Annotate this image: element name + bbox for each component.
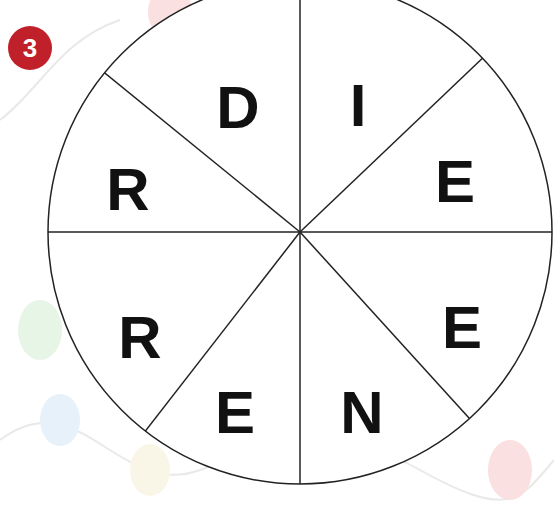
wheel-sector: E: [431, 148, 480, 216]
sector-letter: E: [215, 383, 255, 443]
wheel-sector: D: [212, 74, 264, 142]
lights-decoration: [0, 0, 554, 500]
sector-letter: R: [118, 308, 161, 368]
wheel-sector: I: [346, 72, 371, 140]
sector-letter: E: [435, 152, 475, 212]
sector-letter: I: [350, 76, 367, 136]
wheel-sector: R: [114, 304, 166, 372]
number-badge: 3: [8, 26, 52, 70]
sector-letter: D: [216, 78, 259, 138]
wheel-sector: E: [438, 294, 487, 362]
sector-letter: R: [106, 160, 149, 220]
wheel-sector: R: [102, 156, 154, 224]
wheel-sector: E: [211, 379, 260, 447]
sector-letter: N: [340, 383, 383, 443]
callout-number: 3: [23, 35, 37, 61]
wheel-sector: N: [336, 379, 388, 447]
sector-letter: E: [442, 298, 482, 358]
